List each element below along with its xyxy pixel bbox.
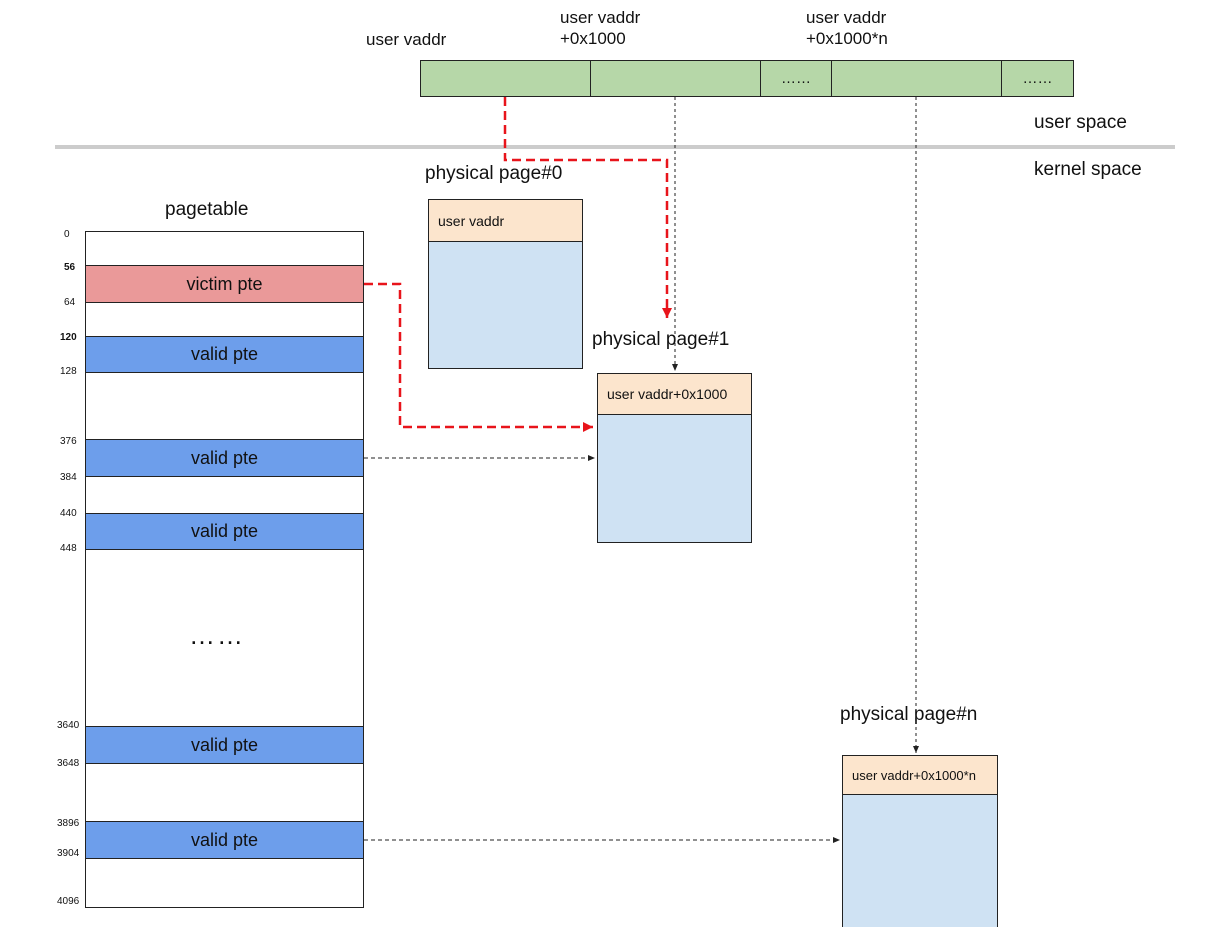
offset-448: 448: [60, 543, 77, 554]
user-vaddr-label: user vaddr: [366, 30, 447, 49]
user-space-label: user space: [1034, 112, 1127, 133]
user-vaddr-pagen-label-line2: +0x1000*n: [806, 29, 888, 48]
user-vaddr-pagen-label-line1: user vaddr: [806, 8, 887, 27]
valid-pte-440: valid pte: [85, 513, 364, 550]
offset-3904: 3904: [57, 848, 80, 859]
pagetable-box: [85, 231, 364, 908]
pagetable-title: pagetable: [165, 199, 249, 220]
offset-3896: 3896: [57, 818, 80, 829]
pagetable-ellipsis: ……: [189, 620, 245, 650]
offset-128: 128: [60, 366, 77, 377]
offset-440: 440: [60, 508, 77, 519]
physical-page-0-header: user vaddr: [429, 200, 582, 242]
valid-pte-376: valid pte: [85, 439, 364, 477]
user-page-cell-1: [591, 61, 761, 96]
offset-3648: 3648: [57, 758, 80, 769]
offset-0: 0: [64, 229, 70, 240]
physical-page-1: user vaddr+0x1000: [597, 373, 752, 543]
offset-3640: 3640: [57, 720, 80, 731]
valid-pte-120: valid pte: [85, 336, 364, 373]
physical-page-1-header: user vaddr+0x1000: [598, 374, 751, 415]
user-page-cell-0: [421, 61, 591, 96]
user-kernel-divider: [55, 145, 1175, 149]
user-page-cell-n: [832, 61, 1002, 96]
offset-4096: 4096: [57, 896, 80, 907]
offset-64: 64: [64, 297, 76, 308]
user-vaddr-page1-label-line2: +0x1000: [560, 29, 626, 48]
kernel-space-label: kernel space: [1034, 159, 1142, 180]
physical-page-n-title: physical page#n: [840, 704, 978, 725]
offset-120: 120: [60, 332, 77, 343]
physical-page-0: user vaddr: [428, 199, 583, 369]
offset-384: 384: [60, 472, 77, 483]
user-space-strip: …… ……: [420, 60, 1074, 97]
valid-pte-3640: valid pte: [85, 726, 364, 764]
physical-page-0-title: physical page#0: [425, 163, 563, 184]
user-page-ellipsis-1: ……: [761, 61, 832, 96]
offset-376: 376: [60, 436, 77, 447]
user-page-ellipsis-2: ……: [1022, 70, 1053, 87]
valid-pte-3896: valid pte: [85, 821, 364, 859]
physical-page-n: user vaddr+0x1000*n: [842, 755, 998, 927]
victim-pte: victim pte: [85, 265, 364, 303]
physical-page-n-header: user vaddr+0x1000*n: [843, 756, 997, 795]
offset-56: 56: [64, 262, 76, 273]
user-vaddr-page1-label-line1: user vaddr: [560, 8, 641, 27]
physical-page-1-title: physical page#1: [592, 329, 730, 350]
